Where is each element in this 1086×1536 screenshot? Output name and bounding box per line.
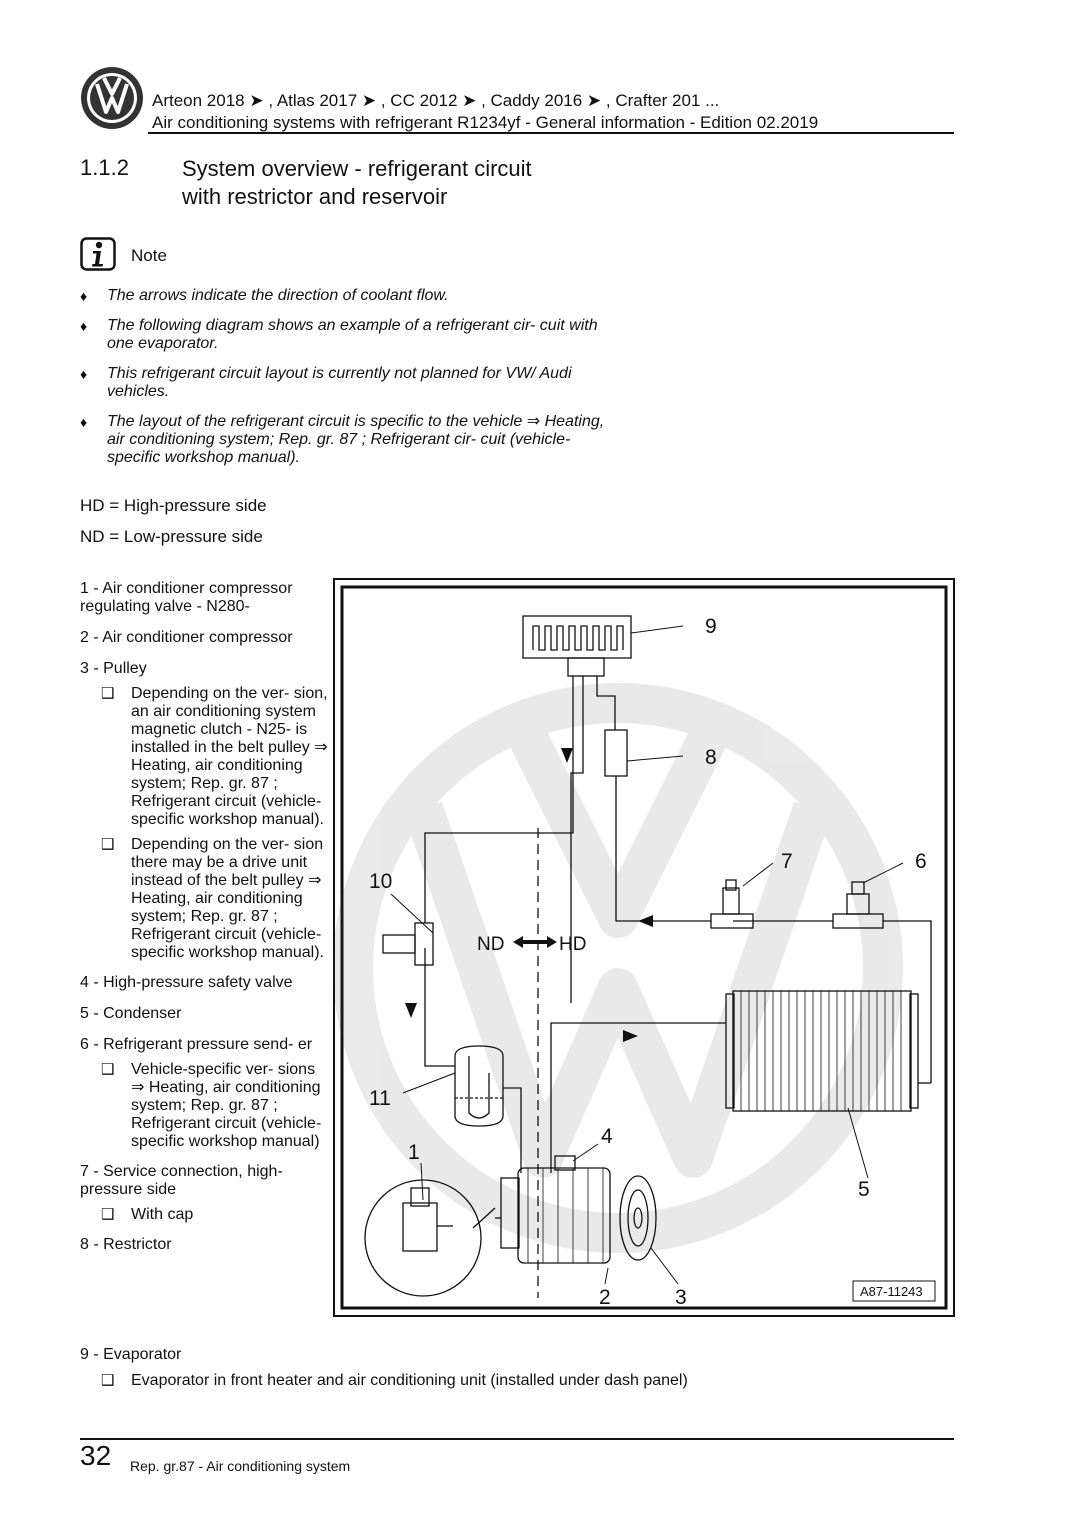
legend-item-9-block: 9 - Evaporator ❑Evaporator in front heat… [80,1346,840,1390]
checkbox-icon: ❑ [101,1206,115,1223]
legend-item-9: 9 - Evaporator [80,1346,182,1363]
hd-label: HD [559,934,586,955]
legend-item-2: 2 - Air conditioner compressor [80,629,293,646]
list-item: ♦The following diagram shows an example … [80,317,598,352]
evaporator [522,615,632,677]
pressure-sender [832,881,884,929]
callout-4: 4 [601,1125,613,1148]
reservoir [454,1045,504,1127]
list-item: ♦The arrows indicate the direction of co… [80,287,449,304]
condenser [725,990,919,1112]
list-item: ♦This refrigerant circuit layout is curr… [80,365,572,400]
legend-item-5: 5 - Condenser [80,1005,182,1022]
list-item: ♦The layout of the refrigerant circuit i… [80,413,605,466]
callout-5: 5 [858,1178,870,1201]
regulating-valve-detail [364,1179,496,1297]
hd-definition: HD = High-pressure side [80,496,267,515]
legend: 1 - Air conditioner compressor regulatin… [80,580,330,1267]
checkbox-icon: ❑ [101,836,115,853]
callout-11: 11 [369,1087,391,1110]
section-title-line1: System overview - refrigerant circuit [182,156,532,181]
checkbox-icon: ❑ [101,1372,115,1389]
bullet-icon: ♦ [80,414,88,430]
callout-9: 9 [705,615,717,638]
legend-item-3-sub-1: ❑Depending on the ver- sion, an air cond… [101,685,328,828]
legend-item-6-sub-1: ❑Vehicle-specific ver- sions ⇒ Heating, … [101,1061,322,1150]
callout-2: 2 [599,1286,611,1309]
component-10 [382,922,434,966]
legend-item-3: 3 - Pulley [80,660,147,677]
header-models: Arteon 2018 ➤ , Atlas 2017 ➤ , CC 2012 ➤… [152,91,720,110]
page-number: 32 [80,1440,112,1471]
bullet-icon: ♦ [80,288,88,304]
note-bullets: ♦The arrows indicate the direction of co… [80,287,605,479]
refrigerant-circuit-diagram: ND HD 9 8 7 6 10 11 1 4 5 2 3 A87-11243 [333,578,955,1317]
section-number: 1.1.2 [80,155,129,180]
header-subtitle: Air conditioning systems with refrigeran… [152,113,819,132]
legend-item-6: 6 - Refrigerant pressure send- er [80,1036,313,1053]
nd-hd-indicator: ND HD [477,934,586,955]
legend-item-4: 4 - High-pressure safety valve [80,974,293,991]
callout-8: 8 [705,746,717,769]
callout-1: 1 [408,1141,420,1164]
section-title: System overview - refrigerant circuit wi… [182,155,612,211]
info-icon [80,237,116,271]
checkbox-icon: ❑ [101,1061,115,1078]
flow-arrows [405,748,653,1042]
note-label: Note [131,246,167,265]
section-title-line2: with restrictor and reservoir [182,184,448,209]
nd-definition: ND = Low-pressure side [80,527,263,546]
legend-item-7-sub-1: ❑With cap [101,1206,194,1223]
service-connection [710,879,754,929]
legend-item-1: 1 - Air conditioner compressor regulatin… [80,580,293,615]
legend-item-3-sub-2: ❑Depending on the ver- sion there may be… [101,836,324,961]
footer-text: Rep. gr.87 - Air conditioning system [130,1458,351,1474]
header-divider [148,132,954,134]
bullet-icon: ♦ [80,366,88,382]
vw-logo-icon [81,67,143,129]
figure-id: A87-11243 [860,1284,923,1299]
nd-label: ND [477,934,504,955]
footer-divider [80,1438,954,1440]
callout-3: 3 [675,1286,687,1309]
callout-6: 6 [915,850,927,873]
callout-10: 10 [369,870,392,893]
compressor [495,1155,611,1264]
pulley [619,1175,657,1261]
legend-item-8: 8 - Restrictor [80,1236,172,1253]
checkbox-icon: ❑ [101,685,115,702]
bullet-icon: ♦ [80,318,88,334]
legend-item-7: 7 - Service connection, high- pressure s… [80,1163,283,1198]
legend-item-9-sub-1: ❑Evaporator in front heater and air cond… [101,1372,688,1389]
callout-7: 7 [781,850,793,873]
